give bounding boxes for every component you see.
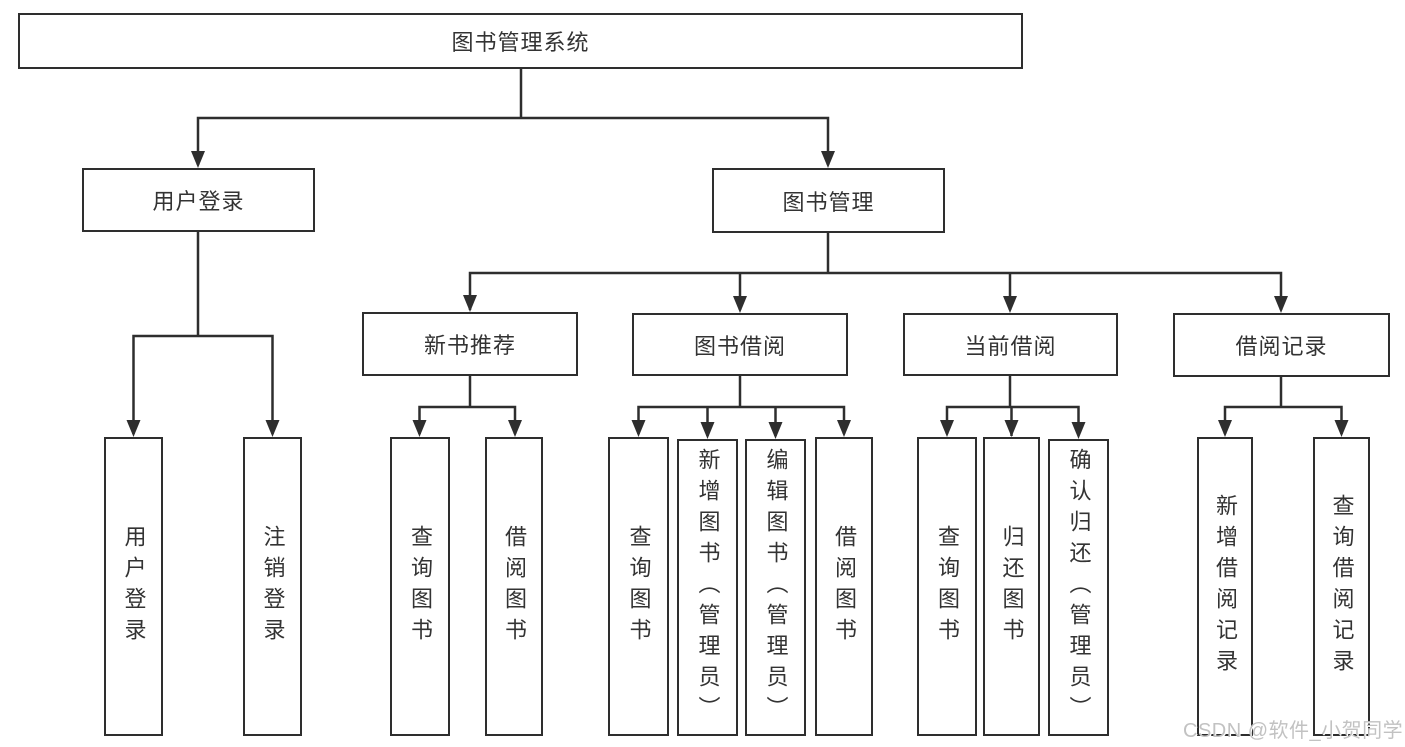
node-label: 用户登录 <box>152 189 245 214</box>
connector-userlogin-branch <box>132 334 274 434</box>
arrow-icon <box>700 422 715 439</box>
leaf-query-borrow-record: 查询借阅记录 <box>1313 437 1370 736</box>
arrow-icon <box>768 422 783 439</box>
leaf-return-books: 归还图书 <box>983 437 1040 736</box>
node-label: 图书管理系统 <box>451 30 590 55</box>
arrow-icon <box>126 420 141 437</box>
arrow-icon <box>1003 296 1017 313</box>
node-label: 注销登录 <box>260 524 286 649</box>
arrowheads <box>126 151 1349 439</box>
connector-records-branch <box>1223 405 1343 434</box>
node-user-login: 用户登录 <box>82 168 315 232</box>
arrow-icon <box>265 420 280 437</box>
node-label: 编辑图书（管理员） <box>763 448 789 727</box>
leaf-confirm-return-admin: 确认归还（管理员） <box>1048 439 1109 736</box>
node-label: 图书管理 <box>782 189 875 215</box>
arrow-icon <box>1334 420 1349 437</box>
connector-level2-branch <box>196 116 830 165</box>
connector-bookborrow-branch <box>637 405 846 434</box>
arrow-icon <box>463 295 477 312</box>
leaf-user-login: 用户登录 <box>104 437 163 736</box>
node-label: 查询借阅记录 <box>1329 493 1355 680</box>
arrow-icon <box>1274 296 1288 313</box>
arrow-icon <box>837 420 851 437</box>
arrow-icon <box>733 296 747 313</box>
node-label: 借阅图书 <box>832 524 857 649</box>
node-label: 新书推荐 <box>423 333 516 358</box>
arrow-icon <box>412 420 427 437</box>
node-label: 查询图书 <box>935 524 960 649</box>
leaf-edit-books-admin: 编辑图书（管理员） <box>745 439 806 736</box>
connector-newbook-branch <box>418 405 517 434</box>
watermark-csdn: CSDN @软件_小贺同学 <box>1183 720 1404 742</box>
leaf-logout: 注销登录 <box>243 437 302 736</box>
leaf-query-books-recommend: 查询图书 <box>390 437 450 736</box>
node-label: 图书借阅 <box>693 333 786 359</box>
connector-paths <box>132 67 1343 436</box>
arrow-icon <box>1218 420 1232 437</box>
arrow-icon <box>191 151 205 168</box>
arrow-icon <box>1004 420 1019 437</box>
node-label: 查询图书 <box>626 524 652 649</box>
node-current-borrowing: 当前借阅 <box>903 313 1118 376</box>
arrow-icon <box>631 420 646 437</box>
node-root-library-system: 图书管理系统 <box>18 13 1023 69</box>
node-label: 确认归还（管理员） <box>1066 448 1092 727</box>
node-borrowing-records: 借阅记录 <box>1173 313 1390 377</box>
arrow-icon <box>1071 422 1086 439</box>
leaf-borrow-books: 借阅图书 <box>815 437 873 736</box>
arrow-icon <box>940 420 954 437</box>
node-label: 借阅图书 <box>502 524 527 649</box>
connector-level3-branch <box>468 271 1283 310</box>
leaf-borrow-books-recommend: 借阅图书 <box>485 437 543 736</box>
node-book-management: 图书管理 <box>712 168 945 233</box>
arrow-icon <box>821 151 835 168</box>
node-label: 当前借阅 <box>964 333 1057 359</box>
leaf-add-borrow-record: 新增借阅记录 <box>1197 437 1253 736</box>
arrow-icon <box>508 420 522 437</box>
leaf-query-books-current: 查询图书 <box>917 437 977 736</box>
leaf-query-books-borrowing: 查询图书 <box>608 437 669 736</box>
node-new-book-recommend: 新书推荐 <box>362 312 578 376</box>
leaf-add-books-admin: 新增图书（管理员） <box>677 439 738 736</box>
node-label: 归还图书 <box>999 524 1025 649</box>
node-label: 新增借阅记录 <box>1213 493 1238 680</box>
node-label: 新增图书（管理员） <box>695 448 721 727</box>
node-label: 用户登录 <box>121 524 147 649</box>
node-label: 借阅记录 <box>1235 334 1328 359</box>
node-label: 查询图书 <box>408 524 433 649</box>
node-book-borrowing: 图书借阅 <box>632 313 848 376</box>
